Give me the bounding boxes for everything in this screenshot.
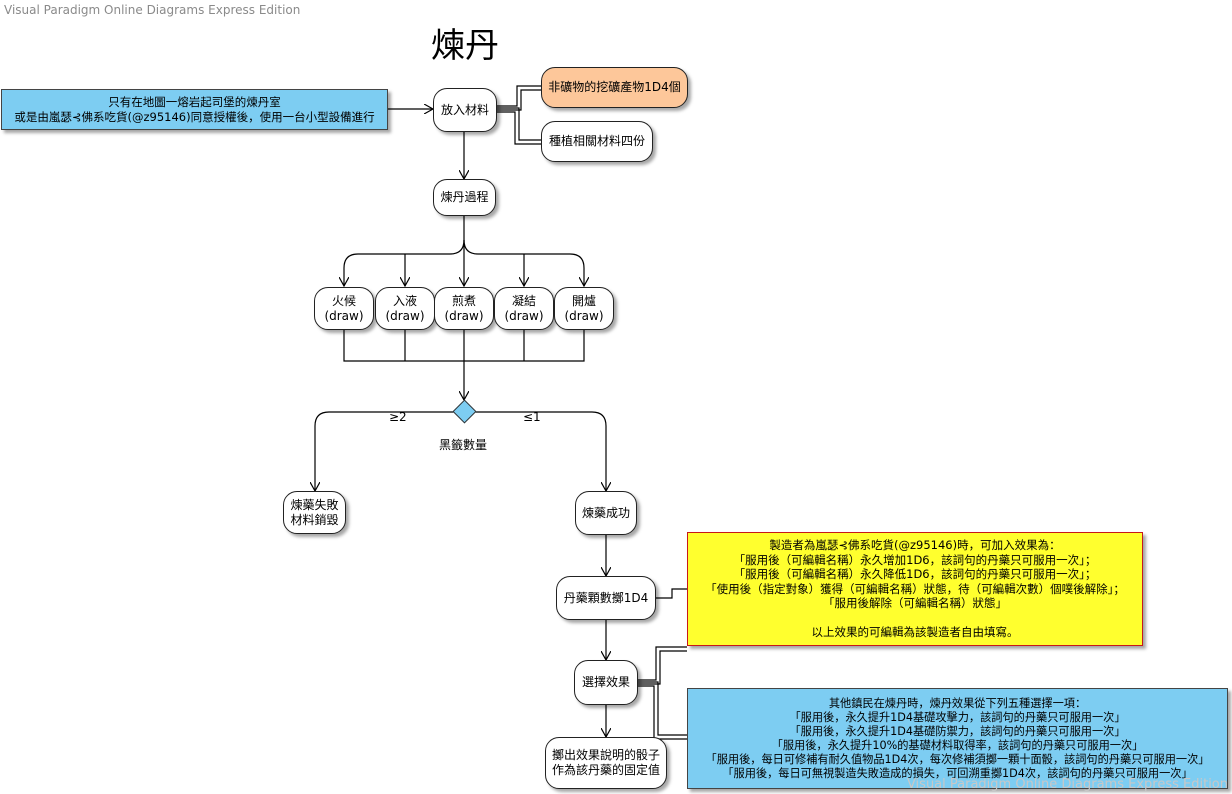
success-guard-label: ≤1 — [523, 410, 541, 424]
node-step-open[interactable]: 開爐(draw) — [554, 287, 614, 330]
diagram-title: 煉丹 — [431, 26, 499, 66]
node-process[interactable]: 煉丹過程 — [433, 179, 496, 216]
node-mineral-material[interactable]: 非礦物的挖礦產物1D4個 — [541, 67, 688, 108]
edge-put-to-plant — [497, 107, 541, 141]
node-plant-material[interactable]: 種植相關材料四份 — [541, 121, 653, 162]
node-roll-count[interactable]: 丹藥顆數擲1D4 — [556, 576, 656, 620]
brand-label: Visual Paradigm Online Diagrams Express … — [4, 3, 301, 17]
decision-label: 黑籤數量 — [439, 438, 488, 452]
edge-process-fork — [344, 216, 465, 286]
maker-effect-note[interactable]: 製造者為嵐瑟⊰佛系吃貨(@z95146)時，可加入效果為： 「服用後（可編輯名稱… — [687, 532, 1143, 646]
edge-choose-to-maker-note — [638, 646, 687, 681]
node-roll-effect[interactable]: 擲出效果說明的骰子 作為該丹藥的固定值 — [545, 737, 667, 789]
location-note[interactable]: 只有在地圖一熔岩起司堡的煉丹室 或是由嵐瑟⊰佛系吃貨(@z95146)同意授權後… — [1, 89, 388, 130]
node-choose-effect[interactable]: 選擇效果 — [574, 660, 638, 705]
node-fail[interactable]: 煉藥失敗 材料銷毀 — [283, 491, 346, 534]
node-step-condense[interactable]: 凝結(draw) — [494, 287, 554, 330]
edge-choose-to-others-note — [638, 681, 687, 736]
node-success[interactable]: 煉藥成功 — [575, 491, 637, 535]
watermark-label: Visual Paradigm Online Diagrams Express … — [906, 777, 1228, 792]
others-effect-note[interactable]: 其他鎮民在煉丹時，煉丹效果從下列五種選擇一項： 「服用後，永久提升1D4基礎攻擊… — [687, 688, 1228, 789]
edge-decision-fail — [315, 411, 456, 491]
node-put-materials[interactable]: 放入材料 — [433, 88, 497, 132]
edge-roll-to-maker-note — [656, 588, 687, 599]
node-step-fire[interactable]: 火候(draw) — [314, 287, 374, 330]
edge-put-to-mineral — [497, 85, 541, 107]
node-step-boil[interactable]: 煎煮(draw) — [434, 287, 494, 330]
node-step-liquid[interactable]: 入液(draw) — [375, 287, 435, 330]
fail-guard-label: ≥2 — [389, 410, 407, 424]
edge-decision-success — [473, 411, 606, 491]
